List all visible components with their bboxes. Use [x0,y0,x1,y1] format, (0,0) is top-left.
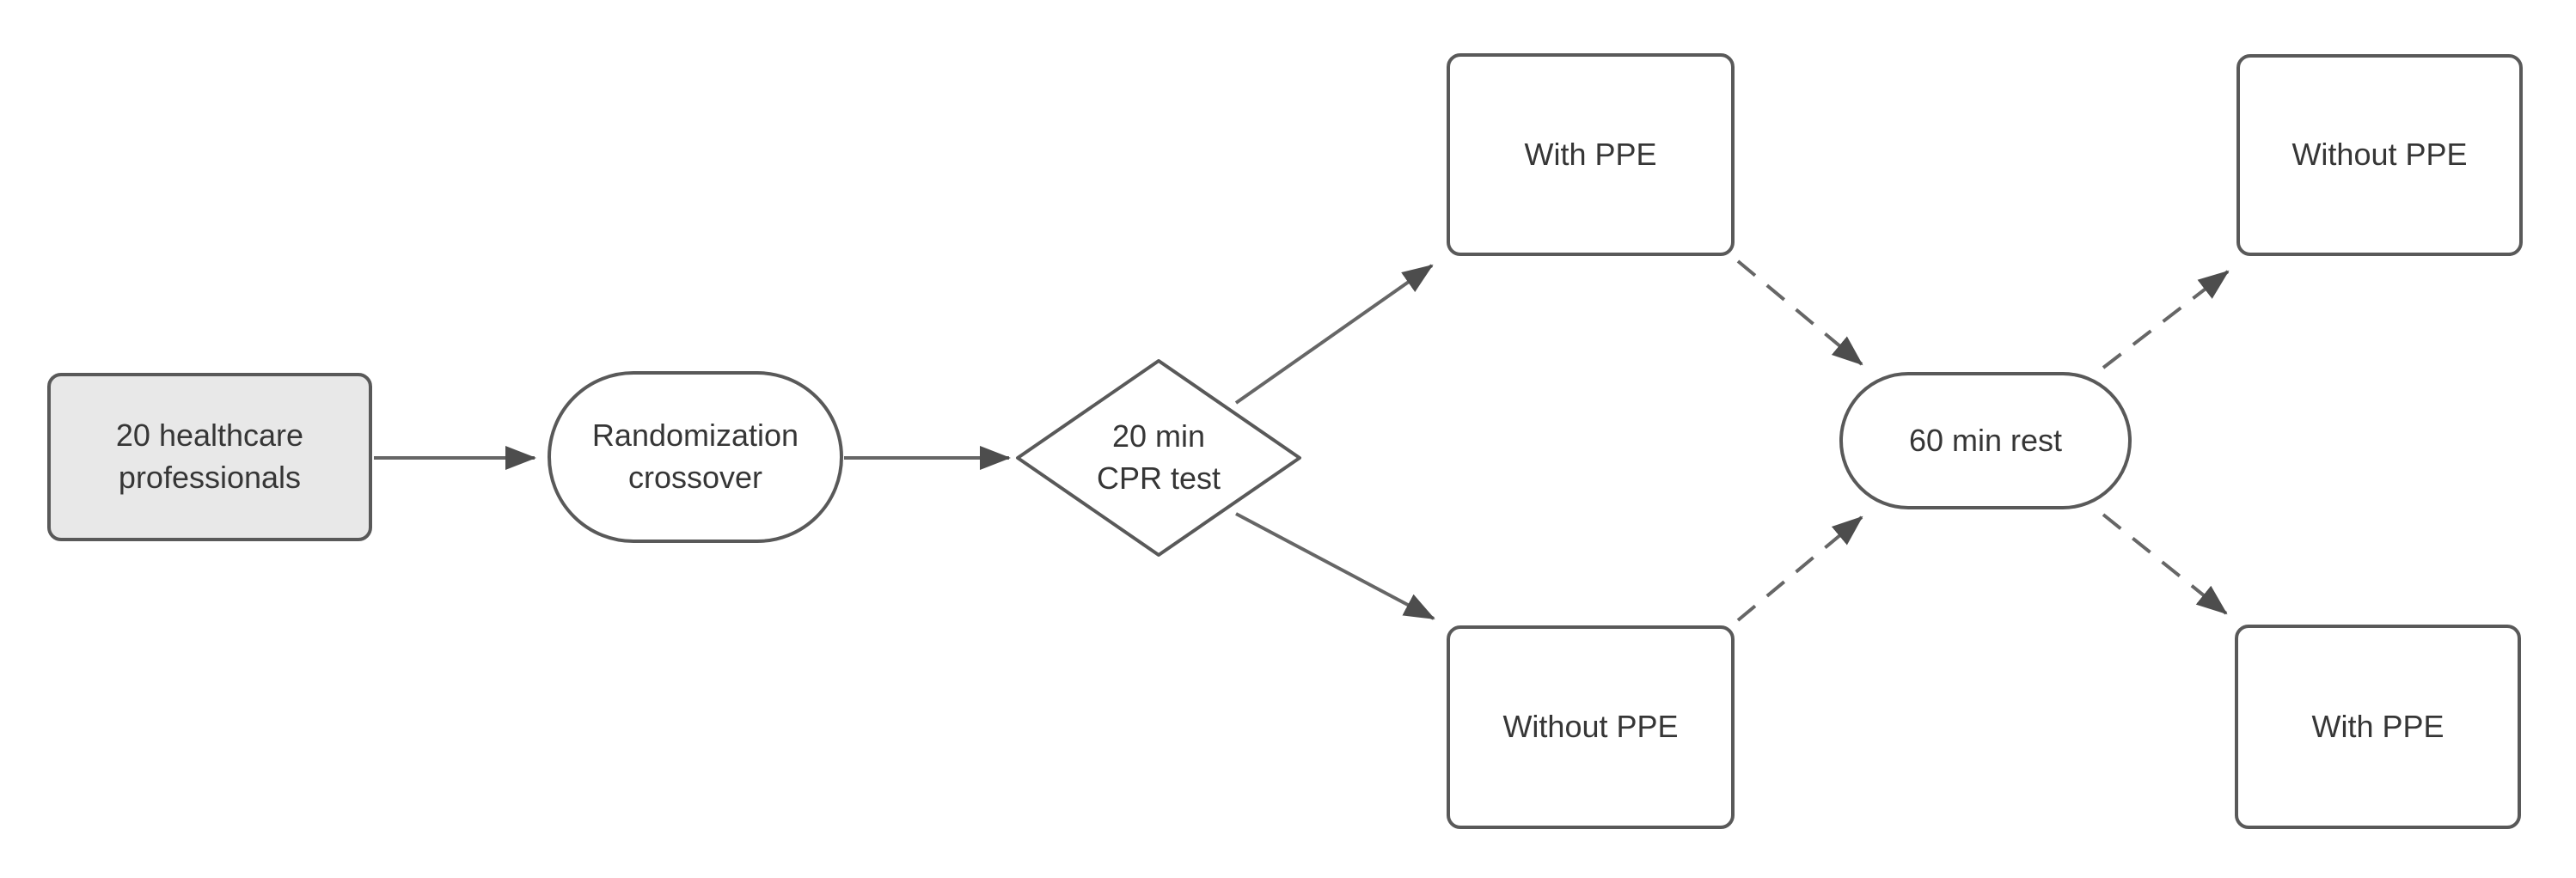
edge-rest-to-phase2-without-ppe [2102,270,2230,369]
node-phase2-with-ppe: With PPE [2235,625,2521,829]
edge-rest-to-phase2-with-ppe [2102,513,2228,615]
node-participants: 20 healthcare professionals [47,373,372,541]
node-60-min-rest: 60 min rest [1839,372,2132,509]
edge-phase1-with-ppe-to-rest [1736,259,1863,366]
edge-cpr-test-to-phase1-without-ppe [1235,512,1435,620]
node-randomization-crossover: Randomization crossover [548,371,843,543]
edge-cpr-test-to-phase1-with-ppe [1234,264,1434,405]
node-phase1-without-ppe: Without PPE [1447,625,1735,829]
node-phase2-without-ppe: Without PPE [2236,54,2523,256]
cpr-test-diamond-shape [1016,359,1301,557]
node-phase1-with-ppe: With PPE [1447,53,1735,256]
edge-phase1-without-ppe-to-rest [1736,515,1863,622]
node-cpr-test-label: 20 min CPR test [1096,418,1221,496]
